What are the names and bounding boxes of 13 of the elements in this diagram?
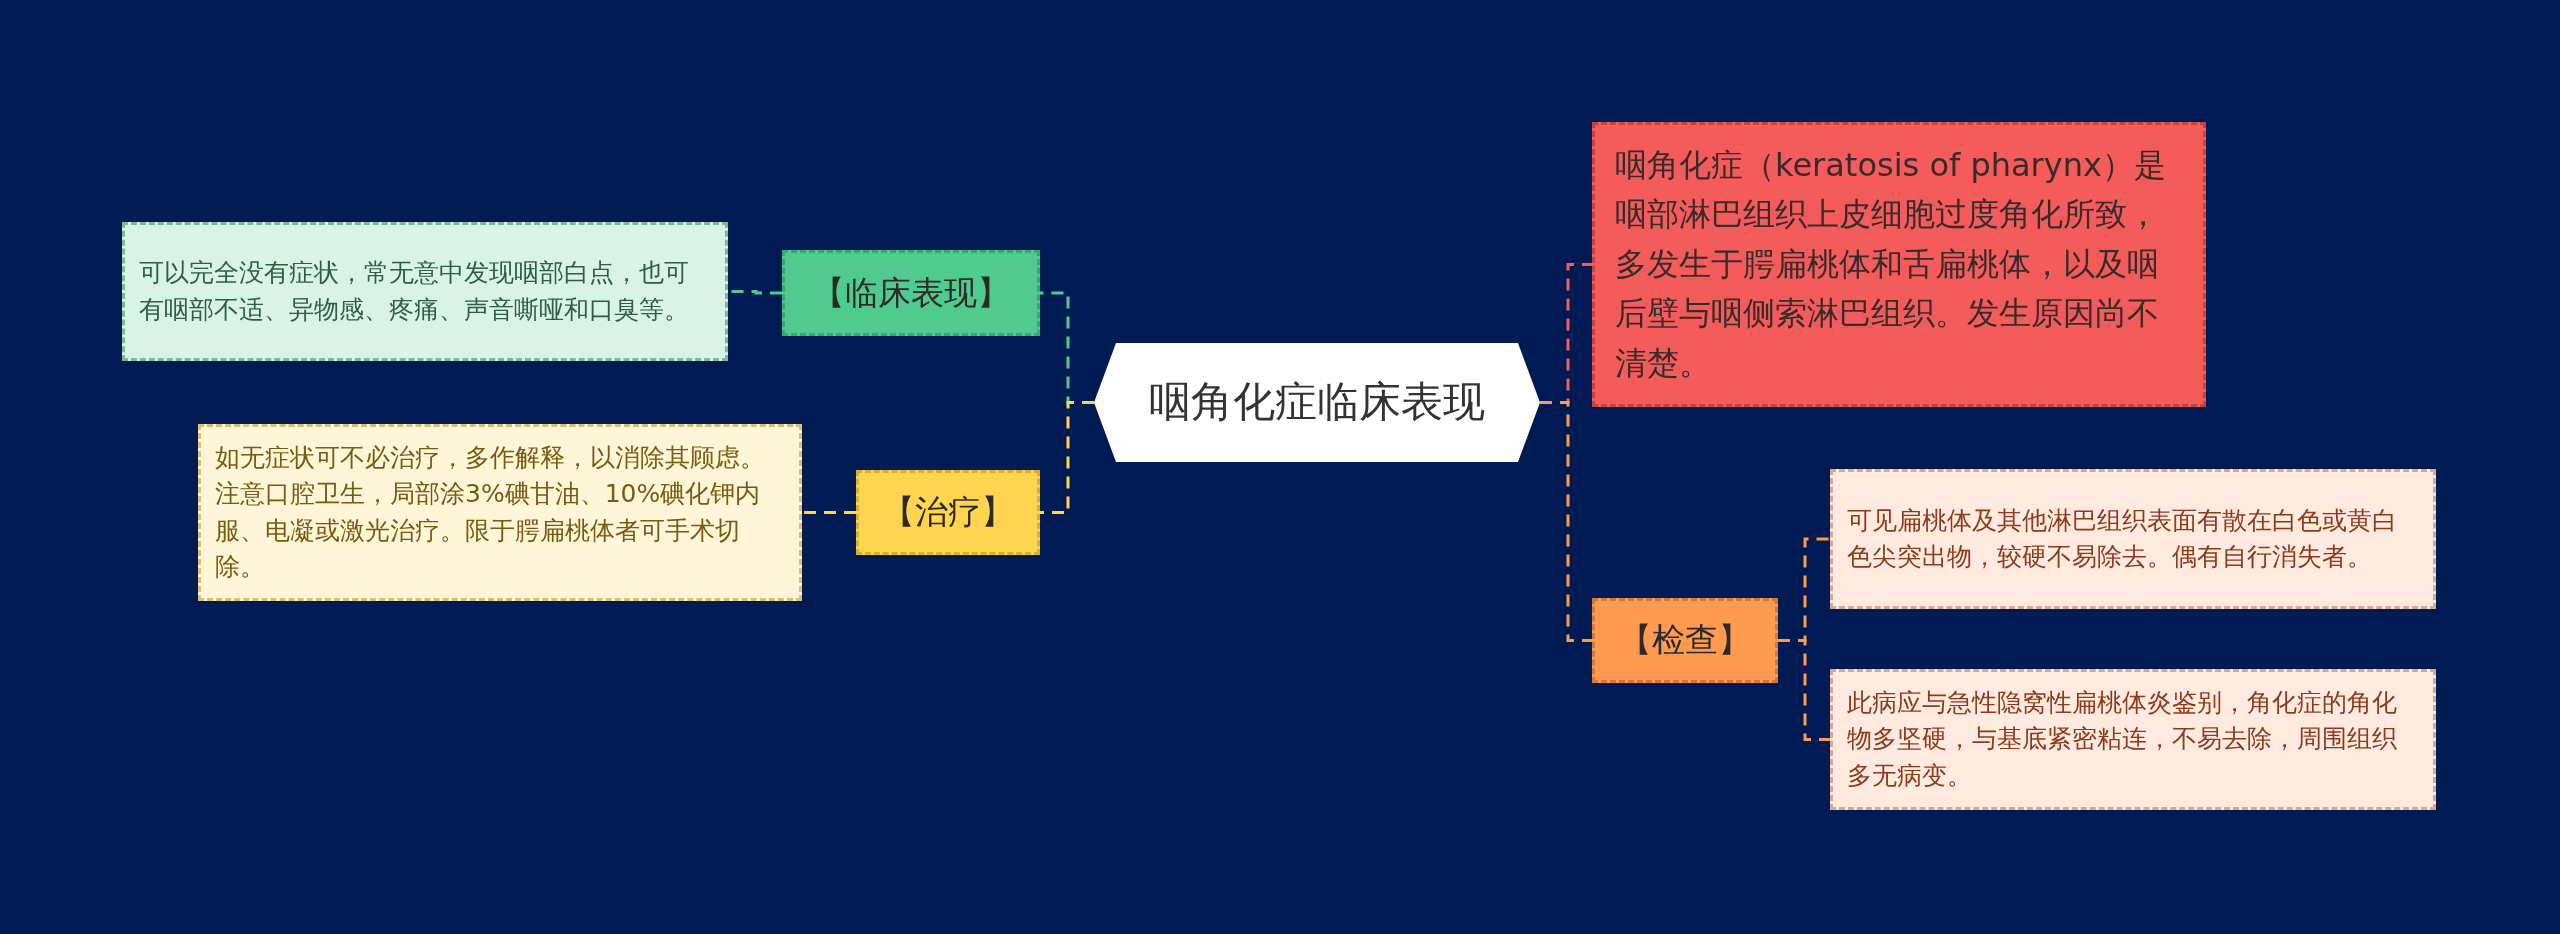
note-box: 此病应与急性隐窝性扁桃体炎鉴别，角化症的角化物多坚硬，与基底紧密粘连，不易去除，周围组织多无病变。	[1830, 669, 2436, 810]
connector-line	[1540, 401, 1592, 642]
branch-box: 【临床表现】	[782, 250, 1040, 336]
note-box: 可以完全没有症状，常无意中发现咽部白点，也可有咽部不适、异物感、疼痛、声音嘶哑和口臭等。	[122, 222, 728, 361]
note-box: 如无症状可不必治疗，多作解释，以消除其顾虑。注意口腔卫生，局部涂3%碘甘油、10%碘化钾内服、电凝或激光治疗。限于腭扁桃体者可手术切除。	[198, 424, 802, 601]
connector-line	[802, 511, 856, 514]
branch-box: 【检查】	[1592, 598, 1778, 683]
connector-line	[1778, 639, 1830, 741]
branch-box: 【治疗】	[856, 470, 1040, 555]
central-topic: 咽角化症临床表现	[1094, 343, 1540, 462]
note-box: 可见扁桃体及其他淋巴组织表面有散在白色或黄白色尖突出物，较硬不易除去。偶有自行消失者。	[1830, 469, 2436, 609]
definition-box: 咽角化症（keratosis of pharynx）是咽部淋巴组织上皮细胞过度角化所致，多发生于腭扁桃体和舌扁桃体，以及咽后壁与咽侧索淋巴组织。发生原因尚不清楚。	[1592, 122, 2206, 407]
connector-line	[1040, 401, 1094, 514]
